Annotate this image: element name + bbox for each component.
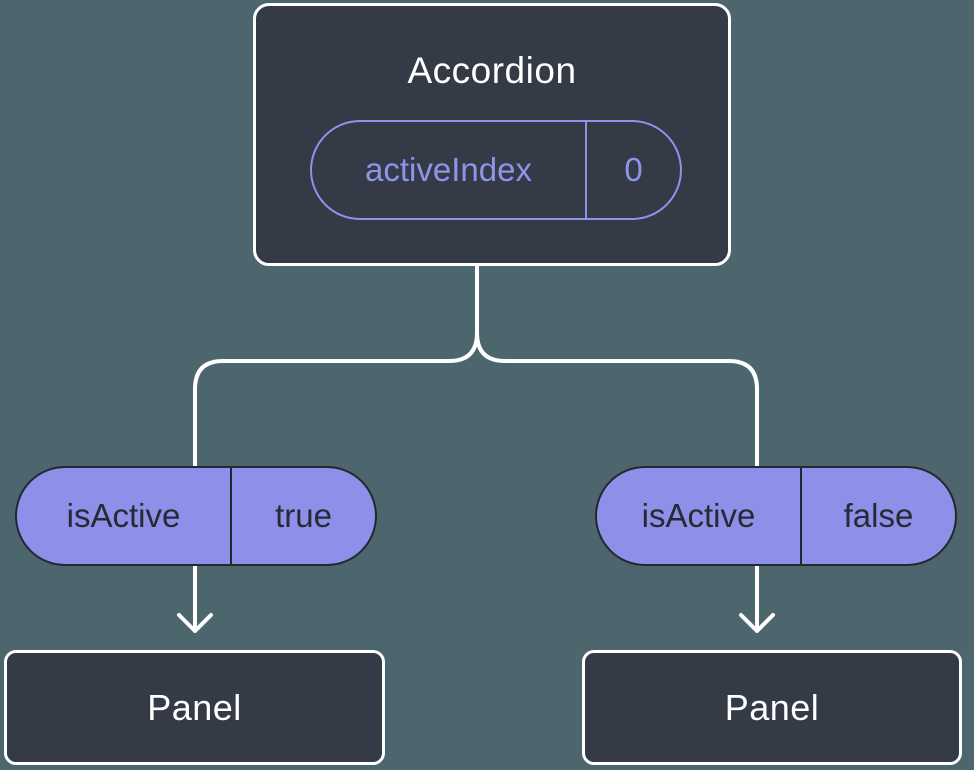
prop-value-label: false	[800, 468, 955, 564]
branch-line-right	[475, 264, 759, 631]
accordion-node: Accordion activeIndex 0	[253, 3, 731, 266]
branch-line-left	[193, 264, 479, 631]
panel-node-right: Panel	[582, 650, 962, 765]
prop-value-label: true	[230, 468, 375, 564]
state-value-label: 0	[585, 122, 680, 218]
prop-pill-isactive-left: isActive true	[15, 466, 377, 566]
state-pill-activeindex: activeIndex 0	[310, 120, 682, 220]
state-name-label: activeIndex	[365, 151, 532, 188]
accordion-node-title: Accordion	[407, 50, 577, 91]
prop-pill-isactive-right: isActive false	[595, 466, 957, 566]
prop-name-label: isActive	[641, 497, 756, 534]
panel-node-title: Panel	[724, 686, 820, 728]
panel-node-left: Panel	[4, 650, 385, 765]
arrowhead-right-icon	[739, 613, 775, 633]
prop-name-label: isActive	[66, 497, 181, 534]
panel-node-title: Panel	[147, 686, 242, 728]
arrowhead-left-icon	[177, 613, 213, 633]
